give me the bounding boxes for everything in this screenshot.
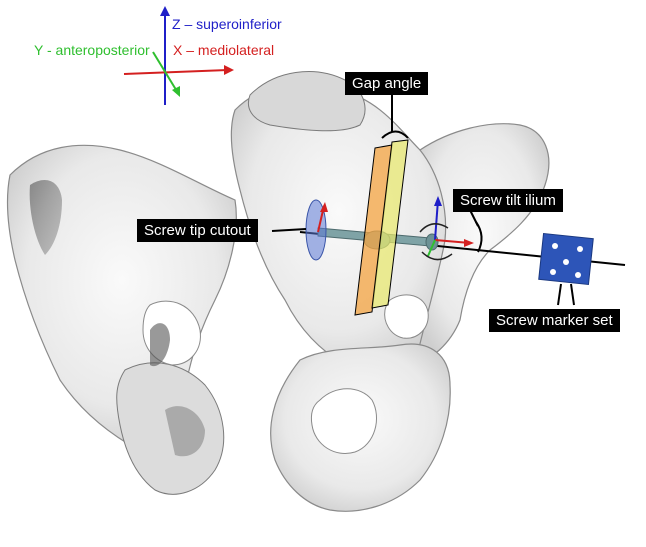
screw-marker-set-callout: Screw marker set: [489, 309, 620, 332]
leader-marker-set-2: [571, 284, 574, 305]
z-axis-arrowhead: [160, 6, 170, 16]
screw-tilt-ilium-callout: Screw tilt ilium: [453, 189, 563, 212]
y-axis-label: Y - anteroposterior: [34, 42, 150, 58]
pelvis-bone: [8, 72, 549, 512]
screw-marker-set: [539, 234, 594, 285]
y-axis-arrowhead: [172, 86, 180, 97]
marker-dot-1: [552, 243, 558, 249]
marker-dot-2: [577, 246, 583, 252]
x-axis-arrowhead: [224, 65, 234, 75]
x-axis-label: X – mediolateral: [173, 42, 274, 58]
right-obturator-foramen: [311, 389, 376, 454]
marker-dot-3: [563, 259, 569, 265]
x-axis-line: [124, 70, 228, 74]
marker-dot-5: [575, 272, 581, 278]
gap-angle-callout: Gap angle: [345, 72, 428, 95]
screw-tip-cutout-callout: Screw tip cutout: [137, 219, 258, 242]
z-axis-label: Z – superoinferior: [172, 16, 282, 32]
right-lower-foramen: [385, 295, 429, 338]
marker-dot-4: [550, 269, 556, 275]
leader-marker-set-1: [558, 284, 561, 305]
